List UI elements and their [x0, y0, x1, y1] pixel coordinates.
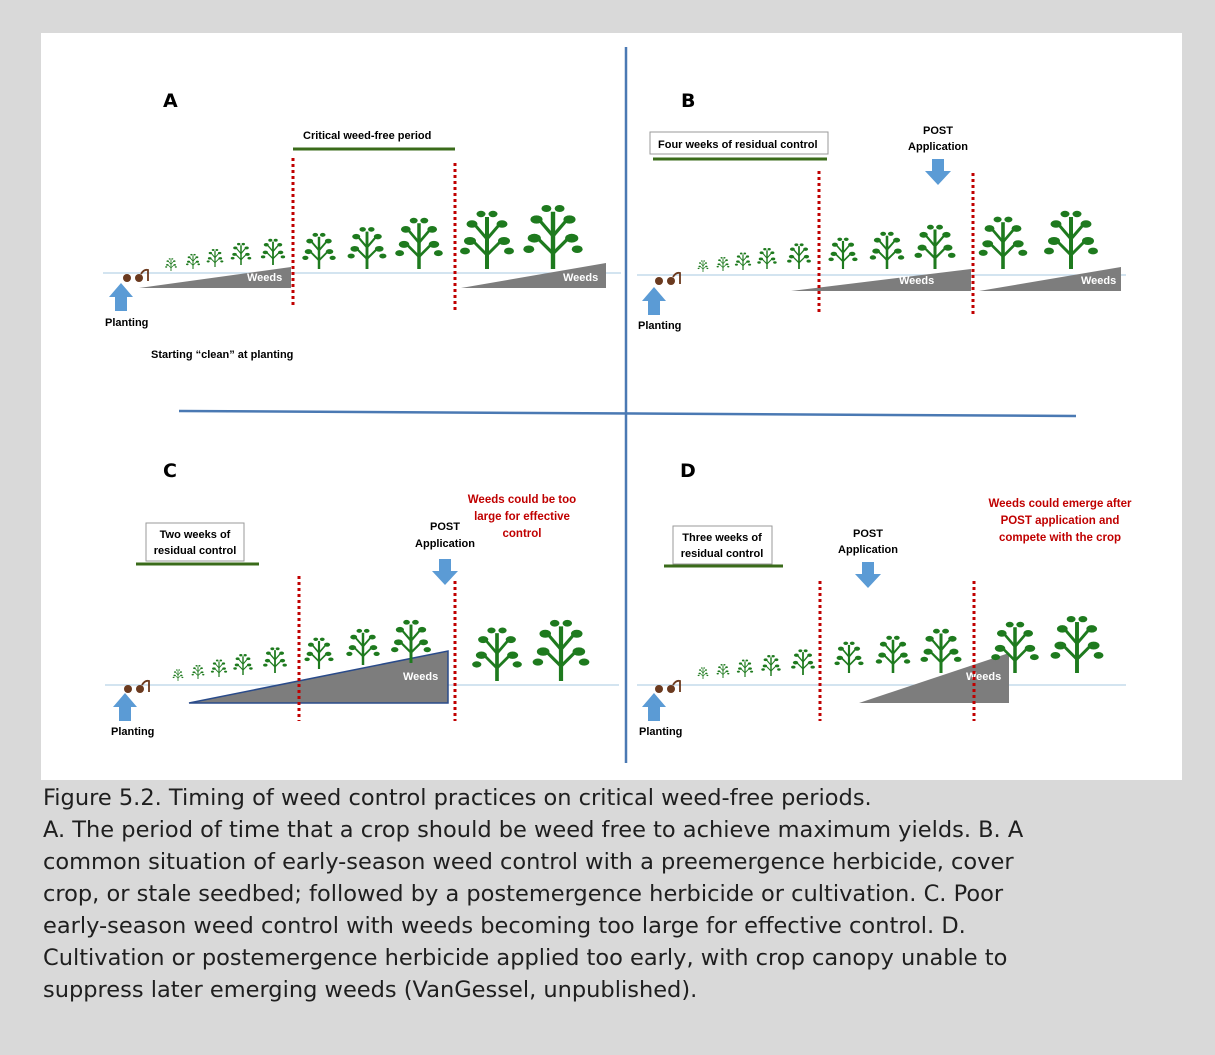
weed-control-diagram: A Weeds Weeds Critical weed-free period … — [103, 47, 1132, 763]
caption-line: Cultivation or postemergence herbicide a… — [43, 945, 1008, 971]
post-arrow-icon — [855, 562, 881, 588]
weeds-wedge — [791, 269, 971, 291]
post-label: POST — [430, 521, 460, 533]
post-label: Application — [838, 544, 898, 556]
horizontal-divider — [178, 409, 1077, 418]
panel-c: C Two weeks of residual control POST App… — [105, 460, 619, 738]
panel-d: D Three weeks of residual control POST A… — [637, 460, 1132, 738]
panel-b: B Four weeks of residual control POST Ap… — [637, 90, 1126, 332]
weeds-wedge — [859, 653, 1009, 703]
post-label: Application — [415, 538, 475, 550]
starting-clean-note: Starting “clean” at planting — [151, 349, 293, 361]
post-label: POST — [923, 125, 953, 137]
caption-line: common situation of early-season weed co… — [43, 849, 1014, 875]
planting-label: Planting — [638, 320, 681, 332]
planting-label: Planting — [105, 317, 148, 329]
planting-label: Planting — [639, 726, 682, 738]
panel-letter: D — [680, 460, 696, 482]
seed-icon — [654, 679, 681, 694]
crop-row — [697, 614, 1106, 680]
weeds-label: Weeds — [899, 275, 934, 287]
residual-box — [145, 522, 245, 562]
weeds-wedge — [979, 267, 1121, 291]
weeds-wedge — [461, 263, 606, 288]
residual-label: Four weeks of residual control — [658, 139, 818, 151]
crop-row — [164, 205, 583, 272]
warning-text: control — [503, 528, 542, 540]
planting-arrow-icon — [109, 283, 133, 311]
panel-letter: C — [163, 460, 177, 482]
warning-text: Weeds could be too — [468, 494, 576, 506]
weeds-label: Weeds — [563, 272, 598, 284]
seed-icon — [122, 268, 149, 283]
figure-caption: Figure 5.2. Timing of weed control pract… — [43, 782, 1183, 1006]
figure-panel: A Weeds Weeds Critical weed-free period … — [41, 33, 1182, 780]
warning-text: Weeds could emerge after — [989, 498, 1132, 510]
weeds-wedge — [139, 267, 291, 288]
caption-line: crop, or stale seedbed; followed by a po… — [43, 881, 1004, 907]
weeds-label: Weeds — [403, 671, 438, 683]
panel-letter: A — [163, 90, 178, 112]
post-label: Application — [908, 141, 968, 153]
residual-label: Two weeks of — [160, 529, 231, 541]
warning-text: POST application and — [1001, 515, 1120, 527]
residual-label: Three weeks of — [682, 532, 762, 544]
planting-label: Planting — [111, 726, 154, 738]
weeds-label: Weeds — [1081, 275, 1116, 287]
post-label: POST — [853, 528, 883, 540]
caption-line: suppress later emerging weeds (VanGessel… — [43, 977, 698, 1003]
weeds-label: Weeds — [966, 671, 1001, 683]
panel-a: A Weeds Weeds Critical weed-free period … — [103, 90, 621, 361]
weeds-label: Weeds — [247, 272, 282, 284]
seed-icon — [123, 679, 150, 694]
post-arrow-icon — [925, 159, 951, 185]
critical-period-label: Critical weed-free period — [303, 130, 431, 142]
caption-line: early-season weed control with weeds bec… — [43, 913, 966, 939]
planting-arrow-icon — [642, 693, 666, 721]
residual-label: residual control — [154, 545, 237, 557]
caption-line: A. The period of time that a crop should… — [43, 817, 1024, 843]
residual-box — [649, 131, 829, 155]
residual-box — [672, 525, 773, 565]
caption-title: Figure 5.2. Timing of weed control pract… — [43, 785, 872, 811]
planting-arrow-icon — [113, 693, 137, 721]
warning-text: compete with the crop — [999, 532, 1121, 544]
residual-label: residual control — [681, 548, 764, 560]
planting-arrow-icon — [642, 287, 666, 315]
warning-text: large for effective — [474, 511, 570, 523]
crop-row — [697, 208, 1100, 273]
panel-letter: B — [681, 90, 695, 112]
weeds-wedge — [188, 650, 449, 704]
